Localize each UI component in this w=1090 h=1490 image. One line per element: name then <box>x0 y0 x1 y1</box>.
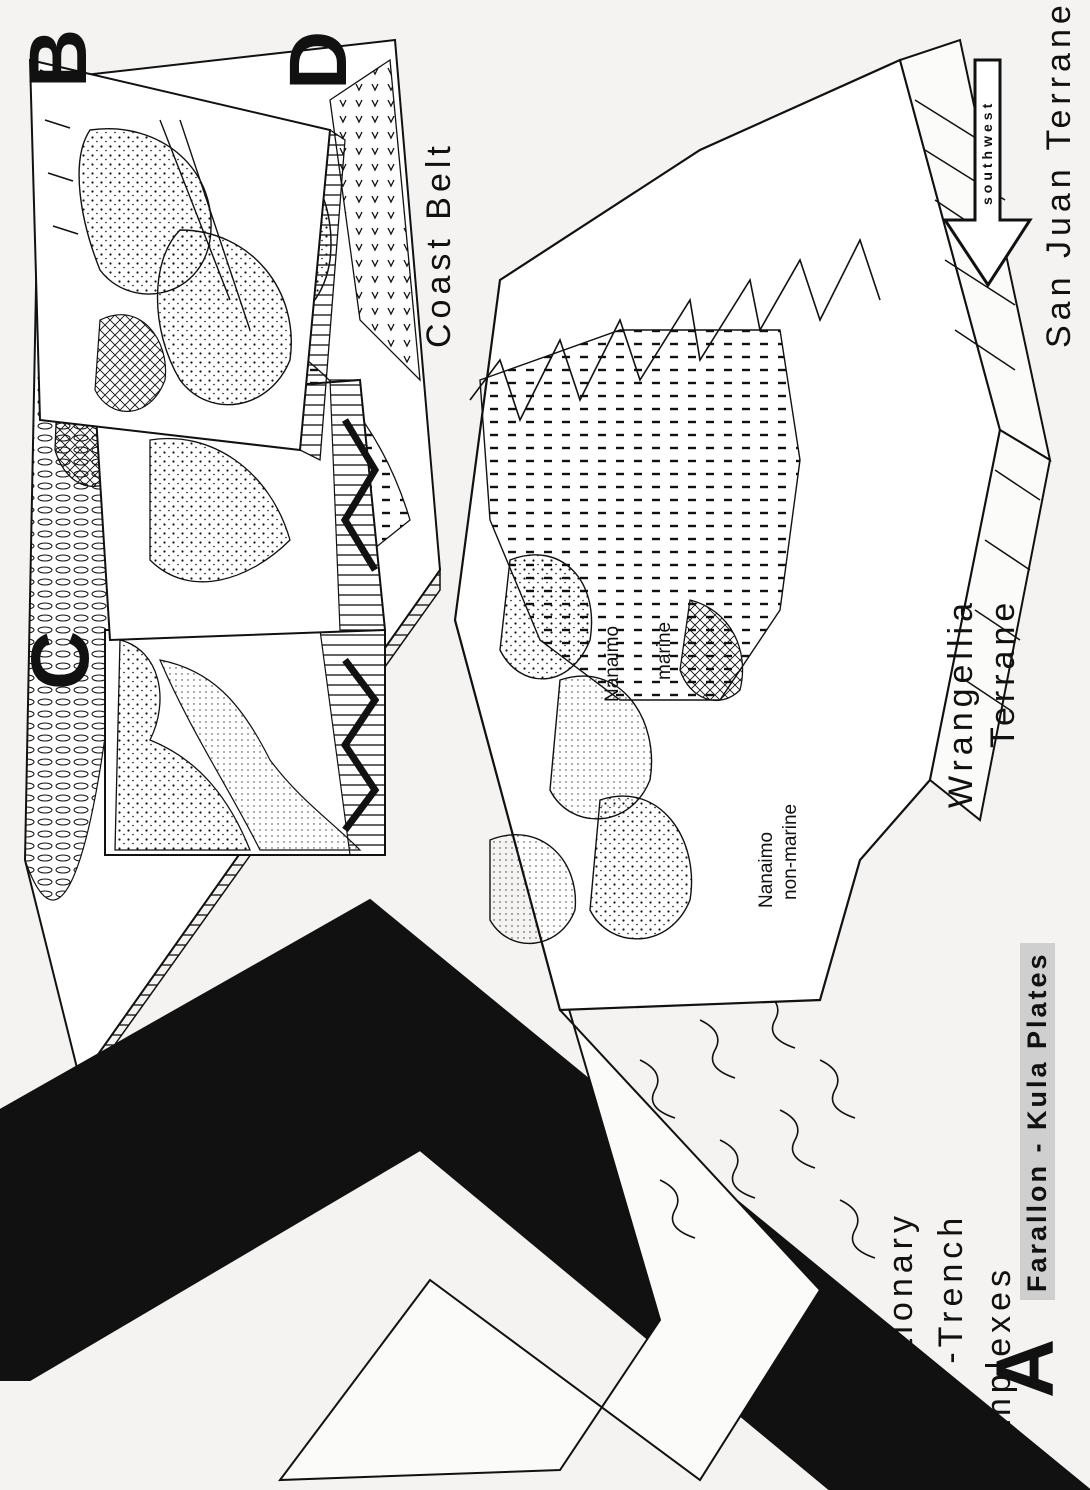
farallon-kula-plates-label: Farallon - Kula Plates <box>1020 943 1055 1300</box>
southwest-arrow-label: southwest <box>979 100 995 205</box>
